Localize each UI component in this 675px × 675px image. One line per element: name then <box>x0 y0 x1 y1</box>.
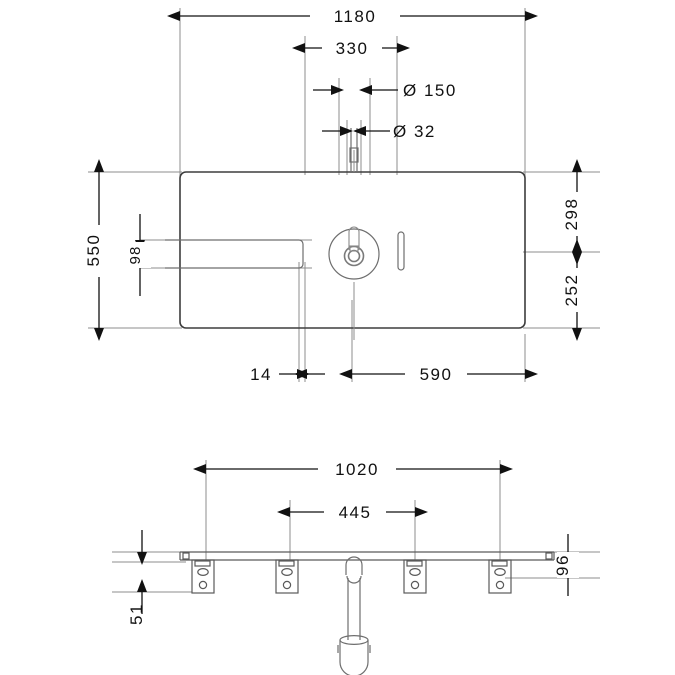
dim-height-550: 550 <box>84 159 112 341</box>
dim-label-height-298: 298 <box>562 198 581 231</box>
basin-outline <box>179 171 526 329</box>
drain-inner-ring <box>343 245 365 267</box>
left-slot <box>165 239 304 269</box>
drain-pipe <box>345 556 363 640</box>
dim-label-depth-51: 51 <box>127 603 146 625</box>
dim-label-overall-width: 1180 <box>334 7 377 26</box>
dim-label-offset-14: 14 <box>250 365 272 384</box>
dim-diameter-150: Ø 150 <box>313 81 457 100</box>
dim-label-depth-96: 96 <box>553 554 572 576</box>
bottle-trap <box>337 634 371 675</box>
drain-circle <box>328 228 380 280</box>
mounting-bracket <box>191 559 215 594</box>
dim-bracket-span-1020: 1020 <box>193 457 513 481</box>
countertop-profile <box>179 551 555 561</box>
dim-bracket-span-445: 445 <box>277 500 428 524</box>
dim-label-width-590: 590 <box>420 365 453 384</box>
dim-label-diameter-32: Ø 32 <box>393 122 436 141</box>
dim-label-diameter-150: Ø 150 <box>403 81 457 100</box>
dim-label-tap-spacing: 330 <box>336 39 369 58</box>
dim-slot-height-98: 98 <box>127 214 151 296</box>
dim-label-bracket-span-1020: 1020 <box>335 460 379 479</box>
dim-height-298: 298 <box>562 159 590 265</box>
dim-tap-spacing-330: 330 <box>292 36 410 60</box>
dim-offset-14: 14 <box>250 365 325 384</box>
dim-label-height-550: 550 <box>84 234 103 267</box>
overflow-slot <box>397 231 405 271</box>
dim-label-height-252: 252 <box>562 274 581 307</box>
dim-depth-51: 51 <box>127 530 147 625</box>
drain-stem <box>348 226 360 252</box>
dim-height-252: 252 <box>562 239 590 341</box>
mounting-bracket <box>275 559 299 594</box>
dim-label-slot-height-98: 98 <box>127 245 144 264</box>
dim-width-590: 590 <box>339 362 538 386</box>
mounting-bracket <box>403 559 427 594</box>
dim-depth-96: 96 <box>553 534 579 596</box>
dim-overall-width-1180: 1180 <box>167 4 538 28</box>
mounting-bracket <box>488 559 512 594</box>
dim-diameter-32: Ø 32 <box>322 122 436 141</box>
dim-label-bracket-span-445: 445 <box>339 503 372 522</box>
